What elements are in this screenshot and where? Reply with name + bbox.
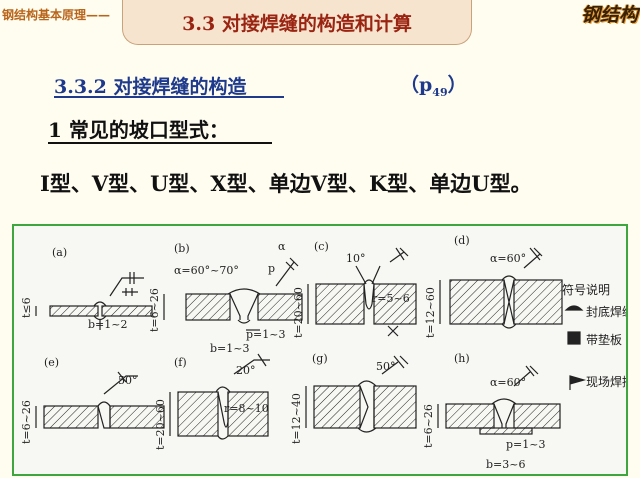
panel-f-dim-0: 20°	[236, 364, 256, 377]
panel-c-thickness: t=20~60	[292, 287, 305, 338]
panel-h-dim-0: α=60°	[490, 376, 526, 389]
subsection-underline	[54, 96, 284, 98]
groove-figure: (a) (b) (c) (d) (e) (f) (g) (h) t≤6 t=6~…	[12, 224, 634, 476]
subsection-title: 3.3.2 对接焊缝的构造	[54, 76, 247, 98]
panel-e-dim-0: 50°	[118, 374, 138, 387]
panel-b-dim-1: p	[268, 262, 275, 275]
legend-item-1: 带垫板	[586, 332, 622, 347]
panel-label-h: (h)	[454, 352, 470, 365]
panel-a-thickness: t≤6	[20, 297, 33, 318]
panel-h-thickness: t=6~26	[422, 404, 435, 448]
panel-label-c: (c)	[314, 240, 329, 253]
panel-a-dim-0: b=1~2	[88, 318, 127, 331]
groove-types-text: I型、V型、U型、X型、单边V型、K型、单边U型。	[40, 171, 532, 196]
panel-g-dim-0: 50°	[376, 360, 396, 373]
panel-c-dim-0: 10°	[346, 252, 366, 265]
panel-label-f: (f)	[174, 356, 187, 369]
panel-b-dim-3: p=1~3	[246, 328, 285, 341]
panel-b-dim-2: α	[278, 240, 286, 253]
section-title: 3.3 对接焊缝的构造和计算	[182, 12, 412, 35]
panel-label-e: (e)	[44, 356, 59, 369]
panel-c-dim-1: r=5~6	[372, 292, 410, 305]
course-label: 钢结构基本原理——	[2, 8, 111, 22]
panel-label-b: (b)	[174, 242, 190, 255]
panel-h-dim-1: p=1~3	[506, 438, 545, 451]
legend-item-0: 封底焊缝	[586, 304, 626, 319]
page-ref-close: ）	[447, 74, 467, 96]
panel-b-dim-4: b=1~3	[210, 342, 249, 355]
panel-f-dim-1: r=8~10	[224, 402, 269, 415]
page-ref-open: （p	[400, 74, 433, 96]
panel-label-d: (d)	[454, 234, 470, 247]
groove-diagram: (a) (b) (c) (d) (e) (f) (g) (h) t≤6 t=6~…	[20, 234, 634, 471]
legend-title: 符号说明	[562, 282, 610, 297]
brand-logo: 钢结构	[580, 4, 638, 26]
page-reference: （p49）	[400, 70, 467, 99]
heading-underline	[48, 142, 272, 144]
page-ref-number: 49	[432, 85, 448, 99]
panel-b-dim-0: α=60°~70°	[174, 264, 239, 277]
panel-label-g: (g)	[312, 352, 328, 365]
panel-f-thickness: t=20~60	[154, 399, 167, 450]
panel-b-thickness: t=6~26	[148, 288, 161, 332]
panel-d-thickness: t=12~60	[424, 287, 437, 338]
heading-groove-forms: 1 常见的坡口型式：	[48, 118, 229, 142]
panel-g-thickness: t=12~40	[290, 393, 303, 444]
section-title-box: 3.3 对接焊缝的构造和计算	[122, 0, 472, 45]
legend-item-2: 现场焊接	[586, 374, 626, 389]
panel-e-thickness: t=6~26	[20, 400, 33, 444]
panel-h-dim-2: b=3~6	[486, 458, 525, 471]
panel-label-a: (a)	[52, 246, 67, 259]
panel-d-dim-0: α=60°	[490, 252, 526, 265]
